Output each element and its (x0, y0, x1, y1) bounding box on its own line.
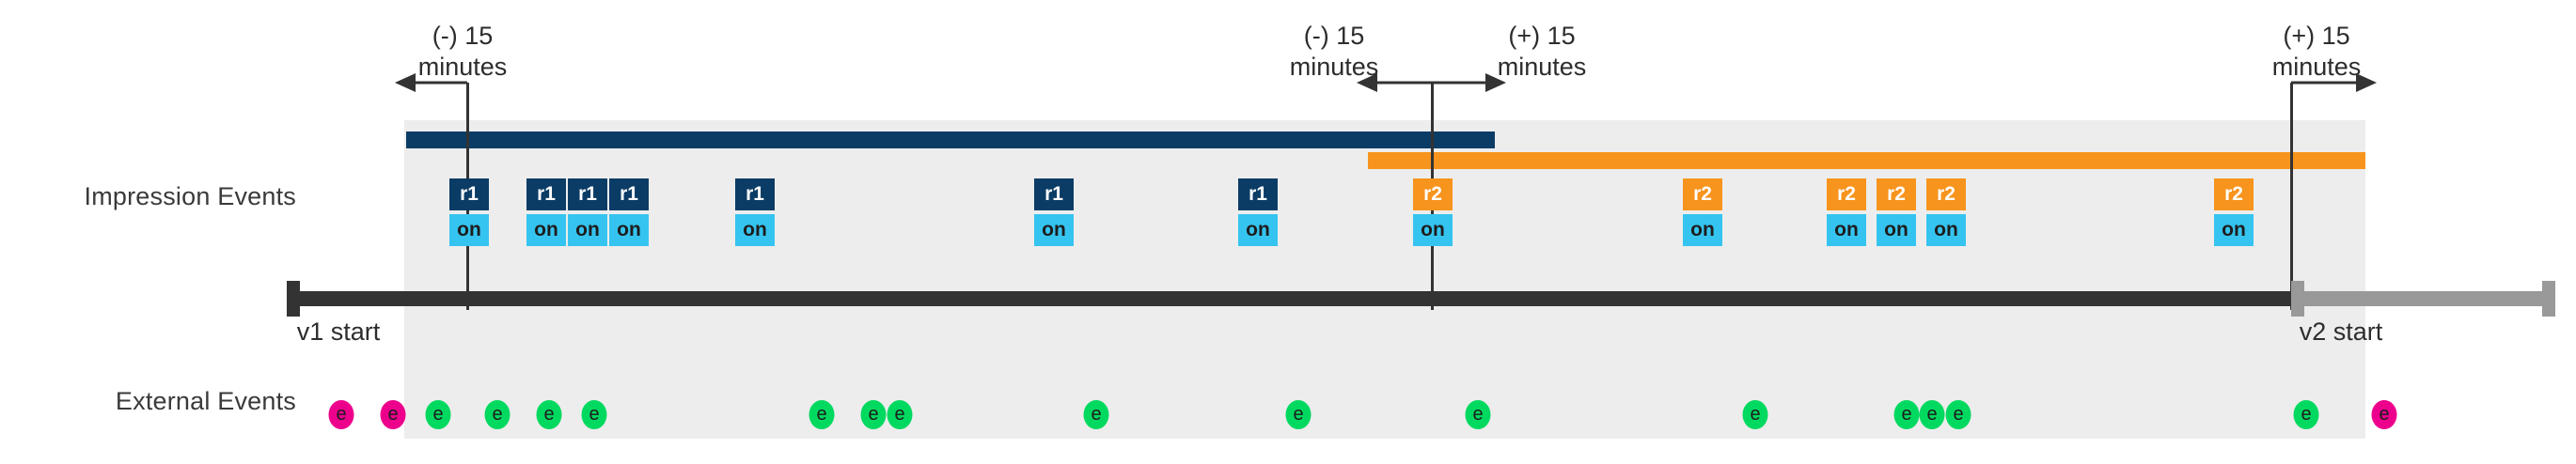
impression-chip-r2[interactable]: r2 (1413, 178, 1453, 210)
callout-v2-start-right-line2: minutes (1497, 53, 1587, 81)
impression-chip-r1[interactable]: r1 (609, 178, 649, 210)
callout-v1-start-text: (-) 15 minutes (418, 21, 508, 83)
callout-v2-start-left-text: (-) 15 minutes (1290, 21, 1379, 83)
external-event-dot-pink[interactable]: e (328, 400, 354, 429)
external-event-dot-pink[interactable]: e (2371, 400, 2397, 429)
external-event-dot-green[interactable]: e (1285, 400, 1312, 429)
external-event-dot-green[interactable]: e (1893, 400, 1920, 429)
external-event-dot-green[interactable]: e (1945, 400, 1971, 429)
impression-chip-state-on[interactable]: on (2214, 214, 2254, 246)
impression-chip-state-on[interactable]: on (449, 214, 489, 246)
impression-chip-r1[interactable]: r1 (735, 178, 775, 210)
callout-v2-start-right-arrow-icon (1432, 73, 1506, 92)
callout-v2-end-right-marker-line (2290, 83, 2293, 310)
external-event-dot-green[interactable]: e (1742, 400, 1768, 429)
external-event-dot-green[interactable]: e (887, 400, 913, 429)
impression-chip-state-on[interactable]: on (1683, 214, 1722, 246)
external-event-dot-green[interactable]: e (484, 400, 510, 429)
impression-chip-state-on[interactable]: on (1413, 214, 1453, 246)
callout-v2-end-right-arrow-icon (2291, 73, 2377, 92)
callout-v1-start-arrow-icon (395, 73, 467, 92)
impression-chip-r2[interactable]: r2 (2214, 178, 2254, 210)
impression-chip-r1[interactable]: r1 (449, 178, 489, 210)
impression-chip-state-on[interactable]: on (1877, 214, 1916, 246)
external-event-dot-green[interactable]: e (1465, 400, 1491, 429)
external-event-dot-green[interactable]: e (1919, 400, 1945, 429)
axis-segment-v2 (2291, 291, 2555, 306)
external-event-dot-green[interactable]: e (860, 400, 887, 429)
callout-v1-start-line2: minutes (417, 53, 508, 81)
callout-v2-start-left-line1: (-) 15 (1303, 22, 1365, 50)
impression-chip-r2[interactable]: r2 (1827, 178, 1866, 210)
callout-v2-start-left-arrow-icon (1357, 73, 1432, 92)
impression-chip-state-on[interactable]: on (1034, 214, 1074, 246)
external-event-dot-pink[interactable]: e (380, 400, 406, 429)
impression-chip-state-on[interactable]: on (1827, 214, 1866, 246)
impression-chip-r2[interactable]: r2 (1877, 178, 1916, 210)
axis-cap-v2-start (2291, 281, 2304, 317)
impression-events-row-label: Impression Events (84, 182, 296, 210)
impression-chip-state-on[interactable]: on (1238, 214, 1278, 246)
impression-chip-state-on[interactable]: on (568, 214, 607, 246)
external-event-dot-green[interactable]: e (425, 400, 451, 429)
callout-v2-start-right-line1: (+) 15 (1508, 22, 1576, 50)
impression-chip-state-on[interactable]: on (735, 214, 775, 246)
callout-v1-start-line1: (-) 15 (432, 22, 494, 50)
callout-v2-end-right-line2: minutes (2271, 53, 2362, 81)
external-events-row-label: External Events (115, 387, 296, 415)
v2-bar (1368, 152, 2365, 169)
callout-v2-end-right-text: (+) 15 minutes (2272, 21, 2362, 83)
v1-start-label: v1 start (296, 317, 381, 346)
callout-v2-start-right-text: (+) 15 minutes (1498, 21, 1587, 83)
v2-start-label: v2 start (2299, 317, 2383, 346)
impression-chip-r1[interactable]: r1 (568, 178, 607, 210)
callout-v2-start-left-line2: minutes (1289, 53, 1379, 81)
external-event-dot-green[interactable]: e (1083, 400, 1109, 429)
external-event-dot-green[interactable]: e (581, 400, 607, 429)
impression-chip-r2[interactable]: r2 (1683, 178, 1722, 210)
highlight-band (404, 120, 2365, 439)
external-event-dot-green[interactable]: e (2293, 400, 2319, 429)
impression-chip-r1[interactable]: r1 (526, 178, 566, 210)
axis-cap-start (287, 281, 300, 317)
axis-cap-end (2542, 281, 2555, 317)
v1-bar (406, 131, 1495, 148)
axis-segment-v1 (287, 291, 2291, 306)
impression-chip-state-on[interactable]: on (526, 214, 566, 246)
impression-chip-state-on[interactable]: on (609, 214, 649, 246)
impression-chip-r1[interactable]: r1 (1238, 178, 1278, 210)
external-event-dot-green[interactable]: e (536, 400, 562, 429)
external-event-dot-green[interactable]: e (809, 400, 835, 429)
impression-chip-r1[interactable]: r1 (1034, 178, 1074, 210)
callout-v2-end-right-line1: (+) 15 (2283, 22, 2350, 50)
impression-chip-r2[interactable]: r2 (1926, 178, 1966, 210)
impression-chip-state-on[interactable]: on (1926, 214, 1966, 246)
